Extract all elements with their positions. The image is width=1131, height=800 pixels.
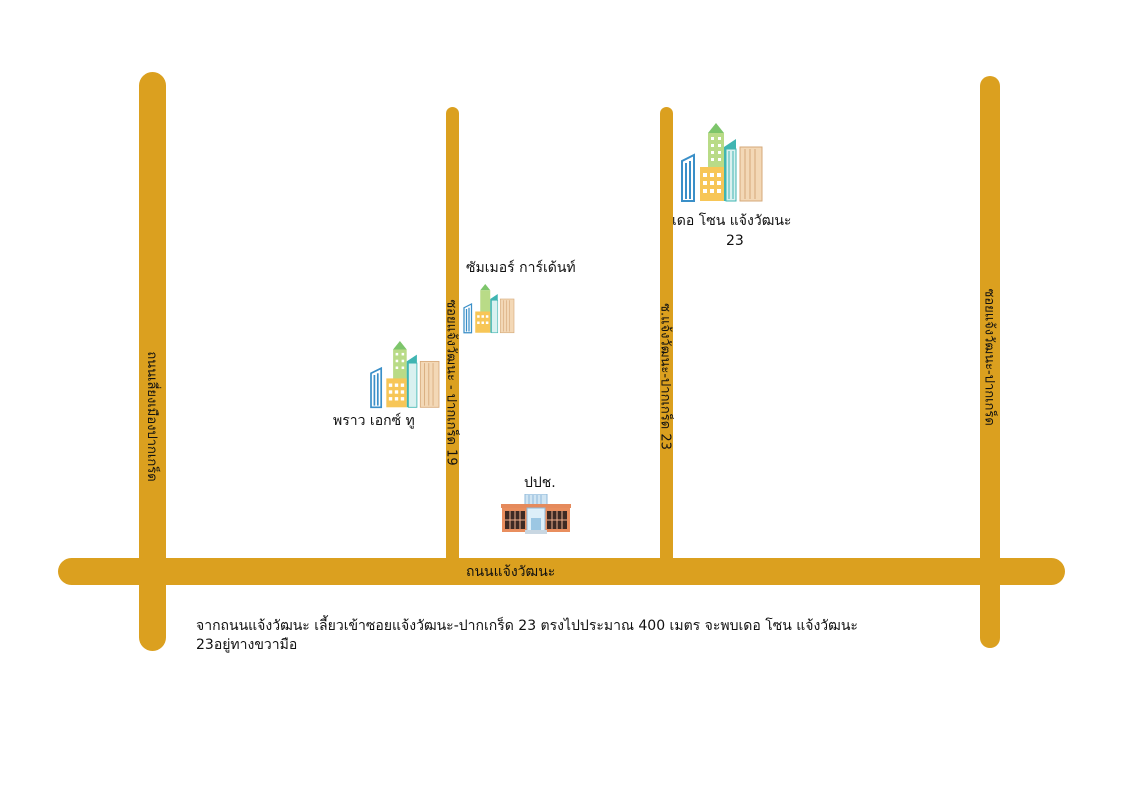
- soi-23-label: ซ.แจ้งวัฒนะ-ปากเกร็ด 23: [657, 303, 673, 450]
- government-building-icon: [501, 494, 571, 534]
- summer-garden-label: ซัมเมอร์ การ์เด้นท์: [466, 260, 576, 276]
- soi-19-label: ซอยแจ้งวัฒนะ - ปากเกร็ด 19: [443, 299, 459, 466]
- left-road-label: ถนนเลี่ยงเมืองปากเกร็ด: [144, 351, 159, 482]
- directions-line1: จากถนนแจ้งวัฒนะ เลี้ยวเข้าซอยแจ้งวัฒนะ-ป…: [196, 618, 858, 634]
- the-zone-label-line1: เดอ โซน แจ้งวัฒนะ: [672, 213, 792, 229]
- road-soi-23: [660, 107, 673, 567]
- prao-x2-label: พราว เอกซ์ ทู: [333, 413, 415, 429]
- main-road-label: ถนนแจ้งวัฒนะ: [466, 564, 556, 580]
- the-zone-label-line2: 23: [726, 233, 744, 249]
- directions-text: จากถนนแจ้งวัฒนะ เลี้ยวเข้าซอยแจ้งวัฒนะ-ป…: [196, 617, 916, 655]
- road-right-vertical: [980, 76, 1000, 648]
- road-main-horizontal: [58, 558, 1065, 585]
- road-left-vertical: [139, 72, 166, 651]
- right-road-label: ซอยแจ้งวัฒนะ-ปากเกร็ด: [981, 288, 997, 426]
- buildings-icon: [370, 341, 440, 409]
- road-soi-19: [446, 107, 459, 567]
- directions-line2: 23อยู่ทางขวามือ: [196, 637, 298, 653]
- ppch-label: ปปช.: [524, 475, 556, 491]
- buildings-icon: [681, 123, 763, 202]
- buildings-icon: [463, 284, 515, 334]
